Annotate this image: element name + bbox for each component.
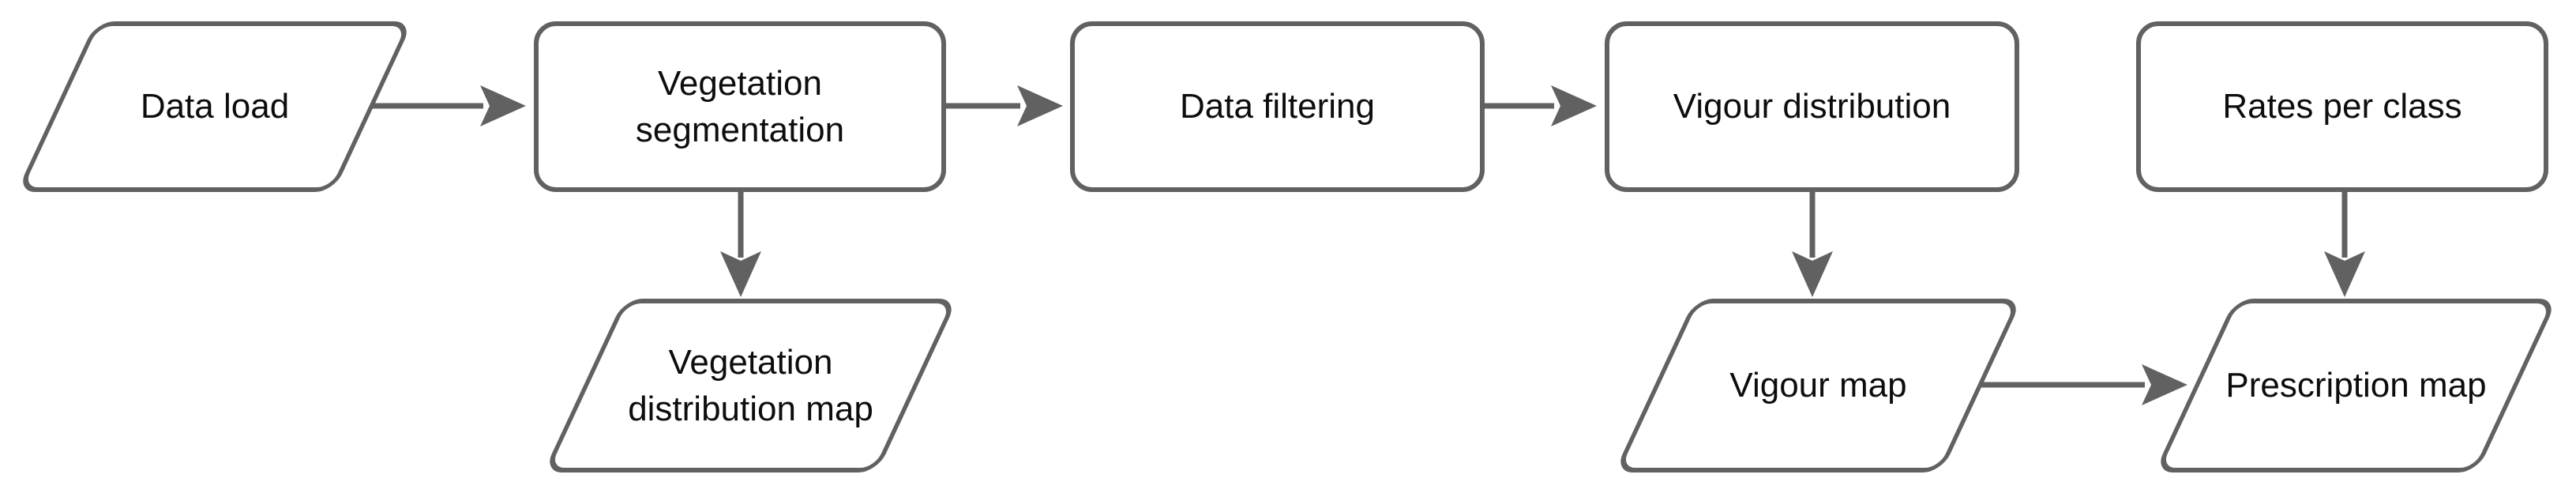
node-prescription-map: Prescription map [2154, 299, 2559, 473]
vigour-distribution-box [1605, 21, 2019, 192]
node-vigour-distribution: Vigour distribution [1605, 21, 2019, 192]
vegetation-distribution-map-label: Vegetation distribution map [628, 342, 873, 428]
node-vigour-map: Vigour map [1613, 299, 2023, 473]
data-load-label: Data load [140, 87, 290, 126]
data-filtering-box [1070, 21, 1485, 192]
edge-vigour-distribution-to-vigour-map [1792, 192, 1833, 297]
edge-rates-per-class-to-prescription-map [2324, 192, 2365, 297]
vigour-map-label: Vigour map [1729, 366, 1907, 405]
vegetation-segmentation-box [534, 21, 946, 192]
edge-data-load-to-vegetation-segmentation [371, 85, 526, 126]
node-data-filtering: Data filtering [1070, 21, 1485, 192]
vegetation-segmentation-label: Vegetation segmentation [635, 63, 845, 149]
rates-per-class-label: Rates per class [2222, 87, 2462, 126]
prescription-map-label: Prescription map [2225, 366, 2487, 405]
rates-per-class-box [2136, 21, 2548, 192]
node-rates-per-class: Rates per class [2136, 21, 2548, 192]
edge-vegetation-segmentation-to-data-filtering [946, 85, 1063, 126]
edge-vegetation-segmentation-to-vegetation-distribution-map [720, 192, 761, 297]
data-filtering-label: Data filtering [1179, 87, 1375, 126]
node-vegetation-distribution-map: Vegetation distribution map [543, 299, 959, 473]
edge-vigour-map-to-prescription-map [1978, 364, 2187, 405]
vigour-distribution-label: Vigour distribution [1673, 87, 1951, 126]
node-data-load: Data load [16, 21, 414, 192]
edge-data-filtering-to-vigour-distribution [1485, 85, 1597, 126]
node-vegetation-segmentation: Vegetation segmentation [534, 21, 946, 192]
